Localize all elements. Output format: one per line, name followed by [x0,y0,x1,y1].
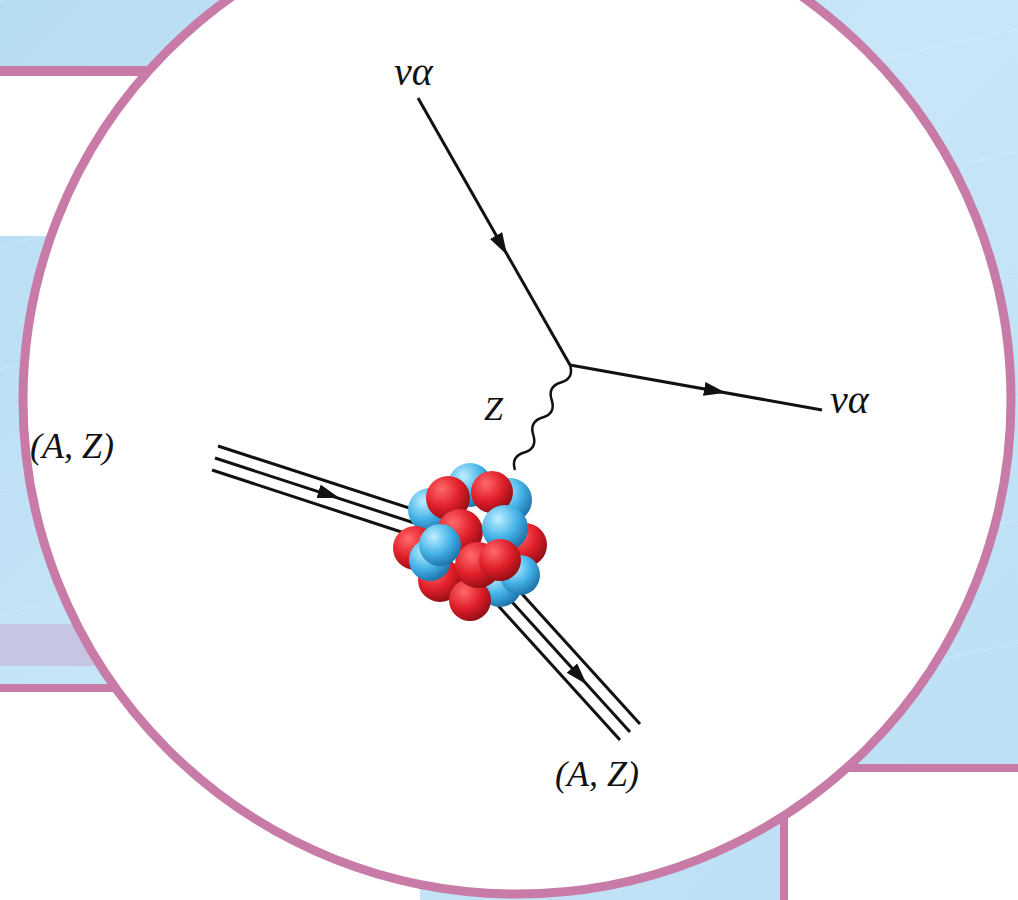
arrowhead [418,98,502,246]
nucleus-line [212,446,440,542]
fermion-line [570,365,822,410]
particle-label: να [830,380,869,420]
nucleus-label: (A, Z) [555,756,639,792]
nucleus [393,463,547,621]
boson-label: Z [484,392,503,426]
frame-circle [23,0,1011,894]
boson-line [514,365,571,470]
arrowhead [215,458,330,495]
particle-label: να [394,52,433,92]
fermion-line [418,98,570,365]
arrowhead [570,365,716,391]
nucleus-label: (A, Z) [30,428,114,464]
